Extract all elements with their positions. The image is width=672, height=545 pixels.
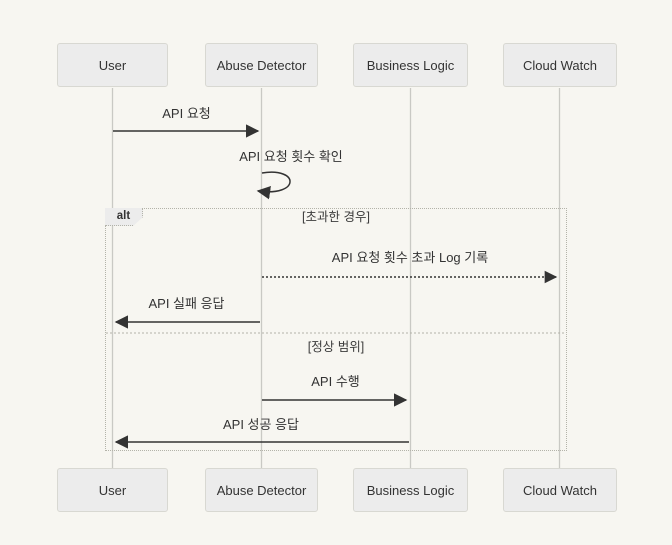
self-loop-arrow-check-count: [256, 171, 291, 200]
actor-box-abuse-detector-bottom: Abuse Detector: [205, 468, 318, 512]
actor-box-cloud-watch-bottom: Cloud Watch: [503, 468, 617, 512]
actor-box-business-logic-bottom: Business Logic: [353, 468, 468, 512]
actor-box-user-bottom: User: [57, 468, 168, 512]
actor-box-business-logic-top: Business Logic: [353, 43, 468, 87]
actor-box-user-top: User: [57, 43, 168, 87]
actor-box-abuse-detector-top: Abuse Detector: [205, 43, 318, 87]
message-label-api-request: API 요청: [162, 106, 211, 121]
message-label-api-success: API 성공 응답: [222, 417, 300, 432]
message-label-check-count: API 요청 횟수 확인: [239, 149, 343, 164]
alt-condition-normal: [정상 범위]: [307, 340, 365, 354]
message-label-api-fail: API 실패 응답: [148, 296, 225, 311]
message-label-api-exec: API 수행: [311, 374, 360, 389]
actor-box-cloud-watch-top: Cloud Watch: [503, 43, 617, 87]
alt-condition-exceeded: [초과한 경우]: [302, 210, 370, 224]
alt-frame-label: alt: [105, 208, 143, 226]
alt-frame: [105, 208, 567, 451]
message-label-log-exceed: API 요청 횟수 초과 Log 기록: [331, 250, 489, 265]
